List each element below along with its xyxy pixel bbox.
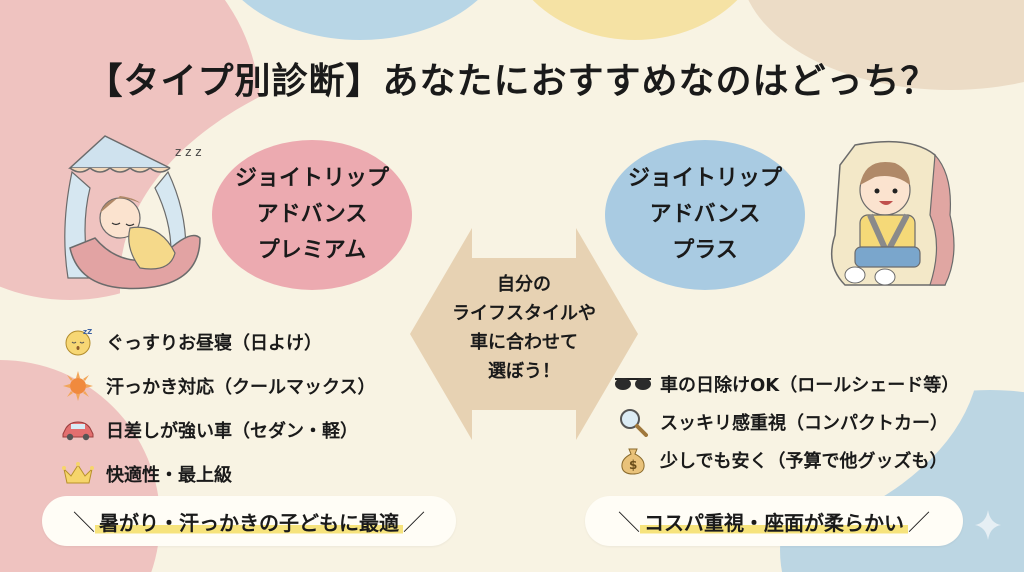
feature-item: 快適性・最上級 <box>60 452 375 496</box>
sleeping-face-icon: zZ <box>60 326 96 358</box>
banner-suffix: ／ <box>403 511 426 536</box>
product-name-line: アドバンス <box>256 202 368 227</box>
center-line: 選ぼう！ <box>488 361 560 382</box>
feature-label: 日差しが強い車（セダン・軽） <box>106 421 358 442</box>
product-name-line: ジョイトリップ <box>234 166 389 191</box>
plus-summary-banner: ＼ コスパ重視・座面が柔らかい ／ <box>585 496 963 546</box>
feature-item: 車の日除けOK（ロールシェード等） <box>612 365 959 403</box>
sparkle-icon <box>975 510 1001 540</box>
banner-prefix: ＼ <box>72 511 95 536</box>
crown-icon <box>60 458 96 490</box>
sleeping-baby-illustration: z z z <box>64 135 202 290</box>
feature-label: 少しでも安く（予算で他グッズも） <box>660 451 948 472</box>
center-line: ライフスタイルや <box>452 303 596 324</box>
feature-item: $ 少しでも安く（予算で他グッズも） <box>612 441 959 479</box>
double-arrow-icon <box>410 228 638 440</box>
premium-summary-banner: ＼ 暑がり・汗っかきの子どもに最適 ／ <box>42 496 456 546</box>
banner-text: 暑がり・汗っかきの子どもに最適 <box>95 506 403 536</box>
feature-item: スッキリ感重視（コンパクトカー） <box>612 403 959 441</box>
sunglasses-icon <box>612 368 654 400</box>
banner-text: コスパ重視・座面が柔らかい <box>640 506 908 536</box>
product-name-line: ジョイトリップ <box>627 166 782 191</box>
child-in-car-seat-illustration <box>830 140 955 286</box>
page-title: 【タイプ別診断】あなたにおすすめなのはどっち？ <box>86 61 938 102</box>
product-name-premium: ジョイトリップ アドバンス プレミアム <box>212 140 412 290</box>
svg-text:$: $ <box>629 458 637 472</box>
decor-blob-blue <box>210 0 510 40</box>
feature-label: ぐっすりお昼寝（日よけ） <box>106 333 322 354</box>
center-line: 自分の <box>497 274 551 295</box>
decor-blob-yellow <box>500 0 770 40</box>
feature-item: 汗っかき対応（クールマックス） <box>60 364 375 408</box>
banner-suffix: ／ <box>908 511 931 536</box>
feature-label: 快適性・最上級 <box>106 465 232 486</box>
svg-text:zZ: zZ <box>83 328 92 336</box>
center-line: 車に合わせて <box>470 332 578 353</box>
sun-icon <box>60 370 96 402</box>
feature-item: 日差しが強い車（セダン・軽） <box>60 408 375 452</box>
plus-feature-list: 車の日除けOK（ロールシェード等） スッキリ感重視（コンパクトカー） $ 少しで… <box>612 365 959 479</box>
product-name-line: プレミアム <box>257 238 367 263</box>
money-bag-icon: $ <box>612 444 654 476</box>
feature-item: zZ ぐっすりお昼寝（日よけ） <box>60 320 375 364</box>
magnifier-icon <box>612 406 654 438</box>
svg-text:z z z: z z z <box>175 145 202 159</box>
product-name-plus: ジョイトリップ アドバンス プラス <box>605 140 805 290</box>
banner-prefix: ＼ <box>617 511 640 536</box>
product-name-line: プラス <box>672 238 738 263</box>
center-message: 自分の ライフスタイルや 車に合わせて 選ぼう！ <box>410 270 638 386</box>
car-icon <box>60 414 96 446</box>
feature-label: スッキリ感重視（コンパクトカー） <box>660 413 948 434</box>
feature-label: 車の日除けOK（ロールシェード等） <box>660 375 960 396</box>
product-name-line: アドバンス <box>649 202 761 227</box>
feature-label: 汗っかき対応（クールマックス） <box>106 377 376 398</box>
premium-feature-list: zZ ぐっすりお昼寝（日よけ） 汗っかき対応（クールマックス） 日差しが強い車（… <box>60 320 375 496</box>
